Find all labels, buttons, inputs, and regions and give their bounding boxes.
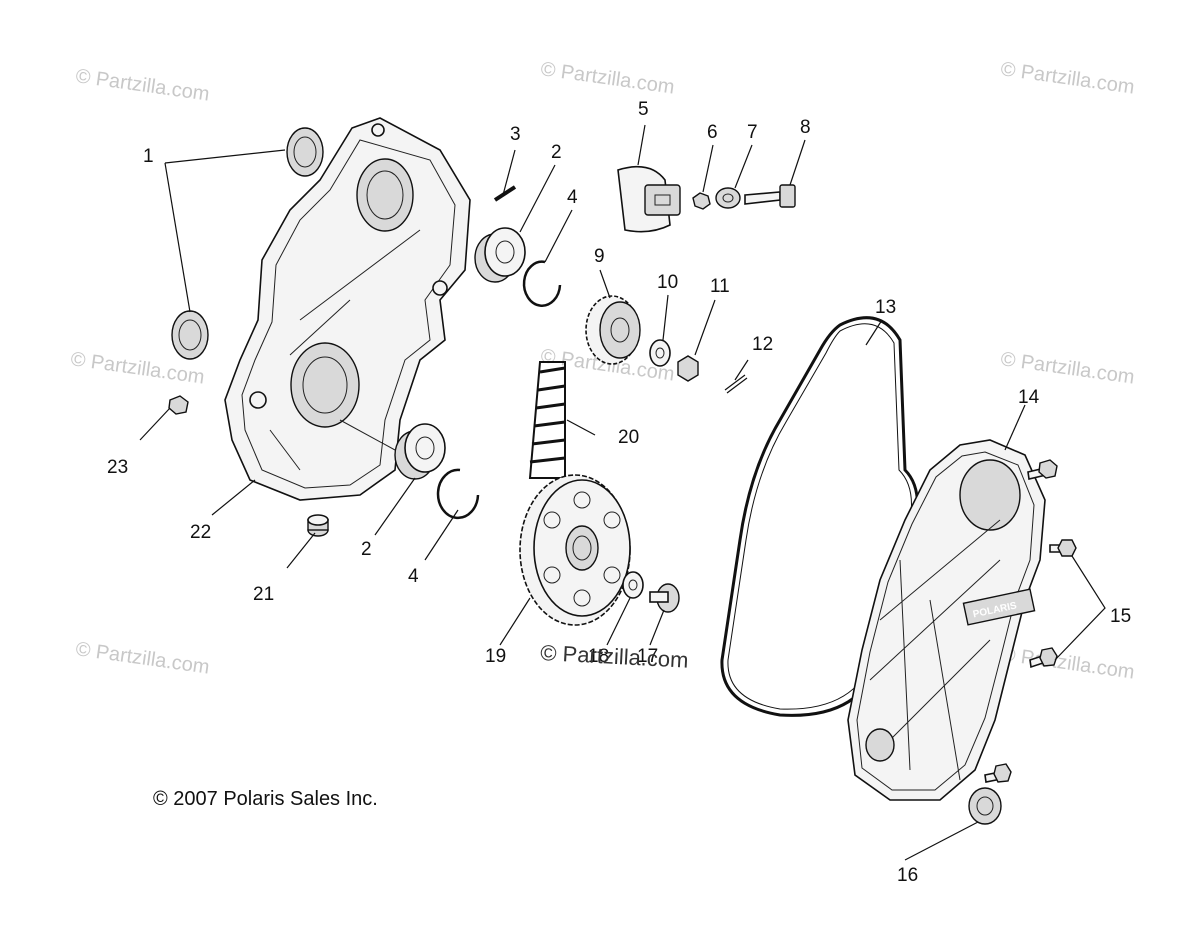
part-16-seal [968,787,1002,825]
watermark-mid-right: © Partzilla.com [999,348,1136,389]
callout-12: 12 [752,334,773,355]
callout-1: 1 [143,146,154,167]
callout-9: 9 [594,246,605,267]
part-13-gasket [720,316,919,717]
callout-3: 3 [510,124,521,145]
callout-13: 13 [875,297,896,318]
part-8-bolt [744,184,796,208]
part-15-bolt-upper [1027,459,1058,480]
part-18-washer [622,571,644,599]
part-7-nut [715,187,741,209]
part-6-nut [692,192,711,210]
part-2-bearing-lower [394,423,446,480]
callout-4-upper: 4 [567,187,578,208]
callout-2-lower: 2 [361,539,372,560]
part-12-cotter-pin [724,374,748,394]
watermark-center-dark: © Partzilla.com [540,640,689,673]
part-20-chain [528,361,566,479]
part-21-plug [307,514,329,537]
callout-15: 15 [1110,606,1131,627]
watermark-bottom-left: © Partzilla.com [74,638,211,679]
seal-lower [171,310,209,360]
watermark-bottom-right: © Partzilla.com [999,643,1136,684]
part-23-plug [168,395,189,415]
part-11-nut [677,355,699,382]
callout-19: 19 [485,646,506,667]
callout-8: 8 [800,117,811,138]
callout-6: 6 [707,122,718,143]
part-17-bolt [649,583,680,613]
callout-11: 11 [710,276,730,297]
part-15-bolt-lower [1029,647,1058,669]
part-4-snap-ring-upper [522,260,562,307]
part-19-sprocket-large [519,474,631,626]
callout-7: 7 [747,122,758,143]
callout-5: 5 [638,99,649,120]
callout-23: 23 [107,457,128,478]
part-15-bolt-bottom [984,763,1012,783]
watermark-top-left: © Partzilla.com [74,65,211,106]
part-15-bolt-middle [1049,539,1077,557]
callout-2-upper: 2 [551,142,562,163]
part-10-washer [649,339,671,367]
callout-18: 18 [588,646,609,667]
callout-17: 17 [637,646,658,667]
part-3-pin [493,185,517,202]
part-5-tensioner [617,165,681,233]
watermark-top-right: © Partzilla.com [999,58,1136,99]
part-4-snap-ring-lower [436,468,480,520]
callout-4-lower: 4 [408,566,419,587]
part-9-sprocket-small [585,295,641,365]
seal-upper [286,127,324,177]
callout-14: 14 [1018,387,1040,408]
callout-10: 10 [657,272,678,293]
chaincase-housing [224,117,471,501]
leader-lines [139,124,1106,861]
callout-21: 21 [253,584,274,605]
part-14-cover: POLARIS [847,439,1046,801]
watermark-top-center: © Partzilla.com [539,58,676,99]
part-2-bearing-upper [474,227,526,283]
callout-20: 20 [618,427,639,448]
copyright-notice: © 2007 Polaris Sales Inc. [153,788,378,810]
callout-labels: 1 2 2 3 4 4 5 6 7 8 9 10 11 12 13 14 15 … [107,99,1131,886]
callout-22: 22 [190,522,211,543]
callout-16: 16 [897,865,918,886]
